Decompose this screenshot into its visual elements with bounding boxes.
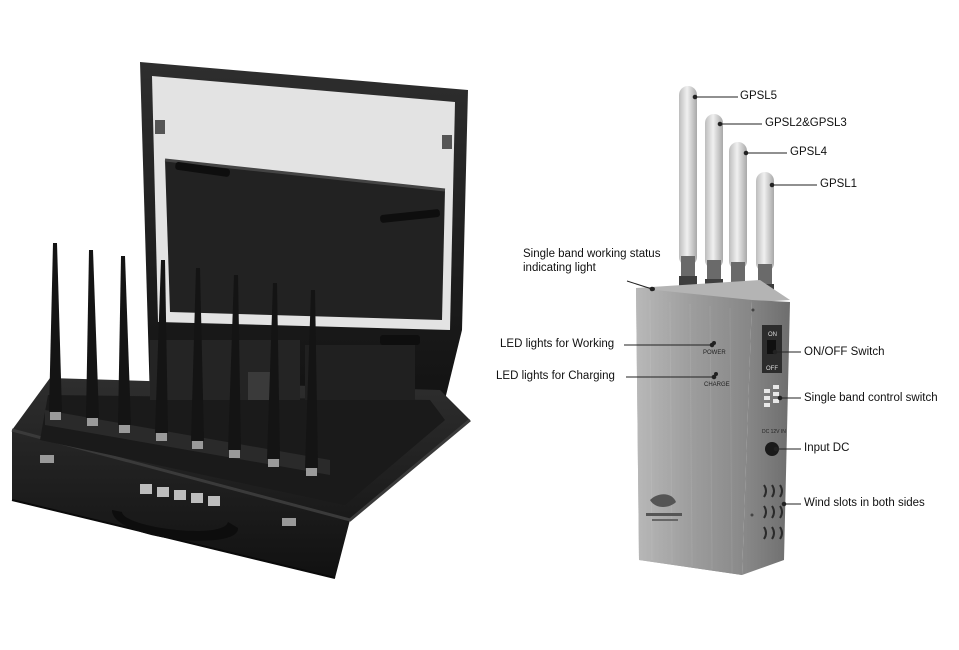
device-antennas — [679, 86, 774, 294]
label-gpsl4: GPSL4 — [790, 146, 828, 158]
briefcase-handle — [112, 510, 239, 541]
briefcase-connectors — [140, 484, 220, 506]
power-marking: POWER — [703, 350, 726, 356]
label-band-control: Single band control switch — [804, 392, 938, 404]
label-gpsl5: GPSL5 — [740, 90, 778, 102]
dc-jack — [765, 442, 779, 456]
off-marking: OFF — [766, 366, 778, 372]
label-input-dc: Input DC — [804, 442, 850, 454]
wind-slots — [763, 484, 783, 540]
briefcase-antennas — [49, 243, 318, 468]
charge-marking: CHARGE — [704, 382, 730, 388]
briefcase-jammer — [11, 62, 471, 579]
label-onoff-switch: ON/OFF Switch — [804, 346, 885, 358]
band-switches — [764, 385, 779, 407]
on-marking: ON — [768, 332, 777, 338]
label-led-working: LED lights for Working — [500, 338, 615, 350]
dc-marking: DC 12V IN — [762, 429, 786, 435]
brand-logo — [646, 494, 682, 521]
label-status-light-1: Single band working status — [523, 248, 661, 260]
label-led-charging: LED lights for Charging — [496, 370, 615, 382]
handheld-jammer — [636, 86, 790, 575]
leader-lines — [624, 94, 817, 507]
label-gpsl2-gpsl3: GPSL2&GPSL3 — [765, 117, 847, 129]
label-wind-slots: Wind slots in both sides — [804, 497, 925, 509]
label-status-light-2: indicating light — [523, 262, 596, 274]
label-gpsl1: GPSL1 — [820, 178, 858, 190]
